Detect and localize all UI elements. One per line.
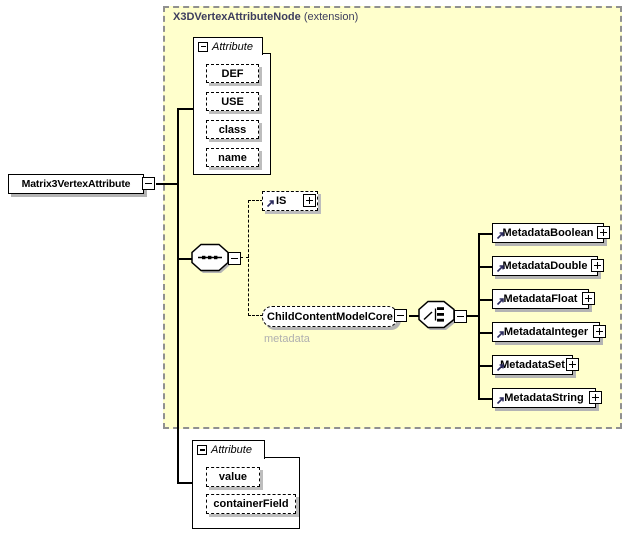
root-element-box[interactable]: Matrix3VertexAttribute [8, 174, 144, 194]
optional-connector-line [248, 315, 263, 316]
attribute-group-bottom-title: Attribute [211, 444, 252, 456]
plus-icon [587, 295, 589, 302]
root-element-label: Matrix3VertexAttribute [21, 178, 131, 190]
attribute-group-bottom-tab: Attribute [192, 440, 265, 459]
attribute-label: containerField [213, 498, 289, 510]
plus-icon [596, 262, 598, 269]
expand-handle[interactable] [593, 325, 606, 338]
connector-line [467, 315, 479, 317]
connector-line [177, 482, 193, 484]
reference-arrow-icon [496, 364, 504, 372]
optional-connector-line [240, 257, 249, 258]
element-label: MetadataFloat [503, 293, 578, 305]
element-box-metadata-float[interactable]: MetadataFloat [492, 289, 589, 309]
attribute-label: value [218, 471, 248, 483]
child-content-model-box[interactable]: ChildContentModelCore [262, 306, 398, 327]
expand-handle[interactable] [597, 226, 610, 239]
reference-arrow-icon [496, 298, 504, 306]
is-expand-handle[interactable] [303, 194, 316, 207]
reference-arrow-icon [496, 232, 504, 240]
connector-line [177, 108, 179, 483]
sequence-compositor-icon[interactable] [190, 243, 236, 278]
attribute-group-top-tab: Attribute [193, 37, 263, 55]
element-label: MetadataString [504, 392, 584, 404]
expand-handle[interactable] [566, 358, 579, 371]
connector-line [156, 183, 178, 185]
connector-line [478, 398, 493, 400]
reference-arrow-icon [496, 265, 504, 273]
plus-icon [571, 361, 573, 368]
attribute-box-use[interactable]: USE [206, 92, 259, 111]
attribute-label: name [218, 151, 247, 164]
element-box-metadata-double[interactable]: MetadataDouble [492, 256, 598, 276]
plus-icon [598, 328, 600, 335]
plus-icon [308, 197, 310, 204]
extension-base-type: X3DVertexAttributeNode [173, 11, 301, 23]
attribute-box-value[interactable]: value [206, 467, 260, 487]
reference-arrow-icon [496, 331, 504, 339]
element-box-metadata-set[interactable]: MetadataSet [492, 355, 573, 375]
plus-icon [602, 229, 604, 236]
element-label: MetadataBoolean [502, 227, 594, 239]
minus-icon [457, 315, 464, 317]
attribute-group-top-title: Attribute [212, 40, 253, 53]
reference-arrow-icon [266, 200, 274, 208]
connector-line [409, 315, 421, 317]
element-label: MetadataSet [500, 359, 565, 371]
attribute-label: USE [221, 95, 244, 108]
connector-line [478, 266, 493, 268]
connector-line [478, 299, 493, 301]
collapse-icon[interactable] [198, 41, 208, 52]
choice-collapse-handle[interactable] [454, 310, 467, 323]
element-box-metadata-integer[interactable]: MetadataInteger [492, 322, 600, 342]
minus-icon [397, 314, 404, 316]
attribute-box-containerfield[interactable]: containerField [206, 494, 296, 514]
reference-arrow-icon [496, 397, 504, 405]
attribute-label: class [218, 123, 247, 136]
connector-line [478, 233, 493, 235]
element-label: MetadataDouble [502, 260, 588, 272]
element-box-metadata-boolean[interactable]: MetadataBoolean [492, 223, 604, 243]
optional-connector-line [248, 200, 249, 316]
plus-icon [594, 394, 596, 401]
choice-compositor-icon[interactable] [417, 300, 463, 336]
element-label: MetadataInteger [503, 326, 589, 338]
connector-line [177, 258, 193, 260]
minus-icon [231, 257, 238, 259]
child-content-collapse-handle[interactable] [394, 309, 407, 322]
root-collapse-handle[interactable] [142, 177, 155, 190]
attribute-box-name[interactable]: name [206, 148, 259, 167]
connector-line [478, 365, 493, 367]
expand-handle[interactable] [591, 259, 604, 272]
metadata-annotation: metadata [264, 333, 310, 345]
expand-handle[interactable] [589, 391, 602, 404]
is-element-label: IS [276, 195, 287, 207]
expand-handle[interactable] [582, 292, 595, 305]
attribute-label: DEF [221, 67, 244, 80]
sequence-collapse-handle[interactable] [228, 252, 241, 265]
connector-line [478, 332, 493, 334]
connector-line [478, 233, 480, 399]
extension-suffix: (extension) [303, 11, 359, 23]
connector-line [177, 108, 194, 110]
child-content-model-label: ChildContentModelCore [267, 310, 393, 323]
collapse-icon[interactable] [197, 445, 207, 455]
attribute-box-class[interactable]: class [206, 120, 259, 139]
extension-region-title: X3DVertexAttributeNode (extension) [173, 11, 358, 23]
attribute-box-def[interactable]: DEF [206, 64, 259, 83]
element-box-metadata-string[interactable]: MetadataString [492, 388, 596, 408]
optional-connector-line [248, 200, 263, 201]
minus-icon [145, 182, 152, 184]
